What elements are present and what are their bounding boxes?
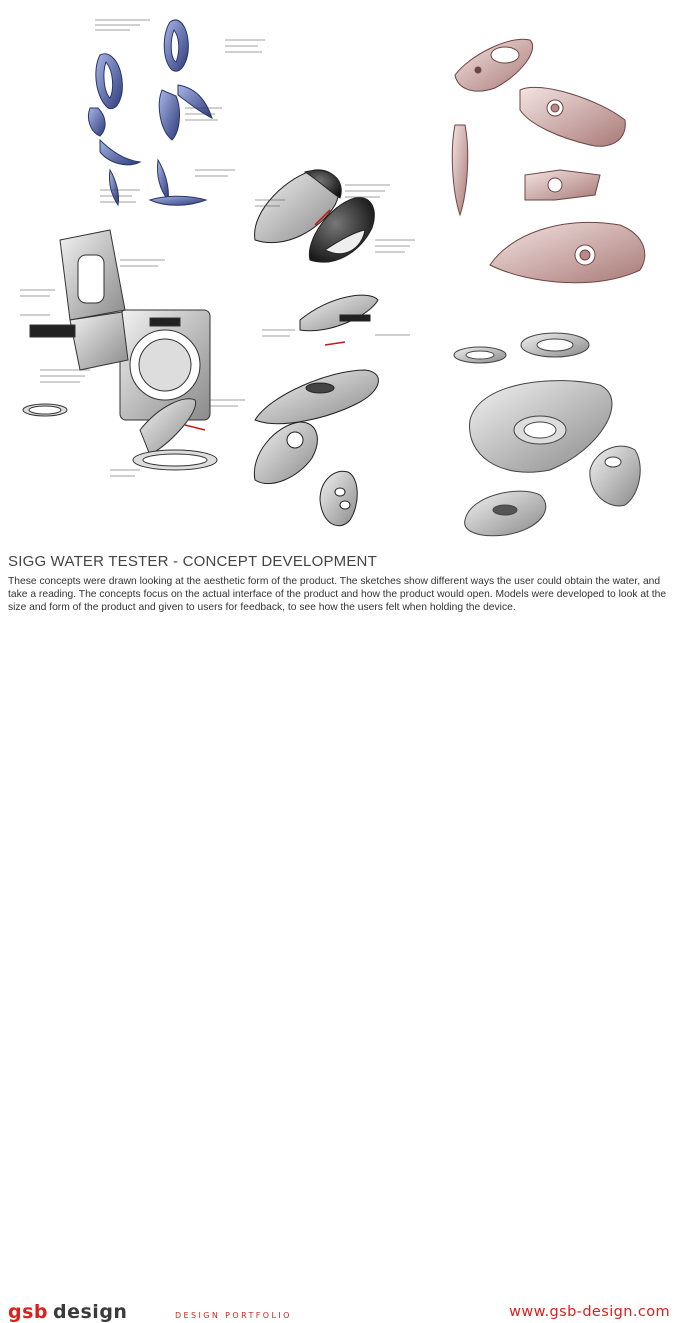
capsule-sketches [254,169,379,332]
tube-sketch [29,229,211,421]
tube-annotation-lines [20,259,245,477]
website-url: www.gsb-design.com [509,1304,670,1320]
concept-sketches [0,0,680,548]
capsule-annotation-lines [255,184,415,337]
description-paragraph: These concepts were drawn looking at the… [8,576,667,614]
red-arrows [184,209,346,431]
blue-form-sketches [87,19,213,207]
brown-form-sketches [451,38,646,284]
sketch-illustrations [20,19,646,537]
probe-sketch [22,398,218,471]
logo-design-text: design [53,1301,128,1323]
handheld-sketches [253,369,379,527]
page-title: SIGG WATER TESTER - CONCEPT DEVELOPMENT [8,553,377,570]
grey-model-sketches [453,332,641,537]
portfolio-label: DESIGN PORTFOLIO [175,1311,292,1320]
logo-gsb-text: gsb [8,1301,49,1323]
blue-annotation-lines [95,19,265,203]
